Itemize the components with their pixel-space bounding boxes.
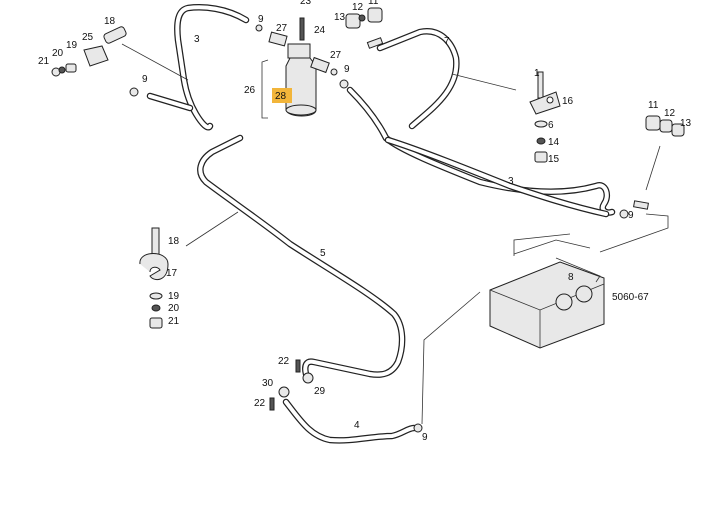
callout-label: 12 (352, 2, 364, 13)
callout-label: 16 (562, 96, 574, 107)
fuel-filter (255, 17, 338, 117)
pipe-3-right (346, 86, 616, 216)
callout-label: 11 (368, 0, 379, 7)
callout-label: 3 (508, 176, 514, 187)
highlight-box (272, 88, 292, 103)
callout-label: 9 (258, 14, 264, 25)
callout-label: 22 (278, 356, 290, 367)
callout-label: 9 (344, 64, 350, 75)
callout-label: 26 (244, 85, 256, 96)
callout-label: 15 (548, 154, 560, 165)
callout-label: 30 (262, 378, 274, 389)
callout-label: 6 (548, 120, 554, 131)
callout-label: 3 (194, 34, 200, 45)
pipe-3-left (146, 4, 250, 131)
pipe-7 (376, 28, 610, 218)
callout-label: 21 (38, 56, 50, 67)
callout-label: 12 (664, 108, 676, 119)
fittings-top-right (345, 7, 384, 49)
callout-label: 24 (314, 25, 326, 36)
callout-label: 18 (168, 236, 180, 247)
callout-label: 1 (534, 68, 540, 79)
callout-label: 9 (628, 210, 634, 221)
callout-label: 27 (330, 50, 342, 61)
callout-label: 5 (320, 248, 326, 259)
leader-lines (121, 43, 669, 425)
callout-label: 20 (168, 303, 180, 314)
callout-label: 14 (548, 137, 560, 148)
fittings-top-left (51, 26, 127, 77)
callout-label: 22 (254, 398, 266, 409)
callout-label: 13 (680, 118, 692, 129)
callout-label: 4 (354, 420, 360, 431)
callout-label: 20 (52, 48, 64, 59)
callout-label: 13 (334, 12, 346, 23)
pipe-group (146, 4, 616, 444)
callout-label: 18 (104, 16, 116, 27)
callout-label: 8 (568, 272, 574, 283)
callout-label: 11 (648, 100, 659, 111)
bracket-16 (529, 71, 561, 163)
callout-label: 27 (276, 23, 288, 34)
callout-label: 7 (444, 36, 450, 47)
fuel-tank (489, 257, 605, 349)
pipe-4 (282, 398, 418, 444)
callout-label: 23 (300, 0, 312, 7)
drawing-code: 5060-67 (612, 292, 649, 303)
callout-label: 9 (422, 432, 428, 443)
callout-label: 19 (66, 40, 78, 51)
pipe-5 (197, 134, 406, 378)
callout-label: 17 (166, 268, 178, 279)
callout-label: 25 (82, 32, 94, 43)
callout-label: 9 (142, 74, 148, 85)
fittings-bottom (129, 79, 629, 433)
bracket-17 (139, 227, 169, 329)
callout-label: 28 (275, 91, 287, 102)
callout-label: 21 (168, 316, 180, 327)
fittings-right (633, 115, 685, 210)
callout-label: 29 (314, 386, 326, 397)
callout-labels: 1 3 3 4 5 6 7 8 9 9 9 9 9 11 11 12 12 13… (38, 0, 692, 443)
callout-label: 19 (168, 291, 180, 302)
